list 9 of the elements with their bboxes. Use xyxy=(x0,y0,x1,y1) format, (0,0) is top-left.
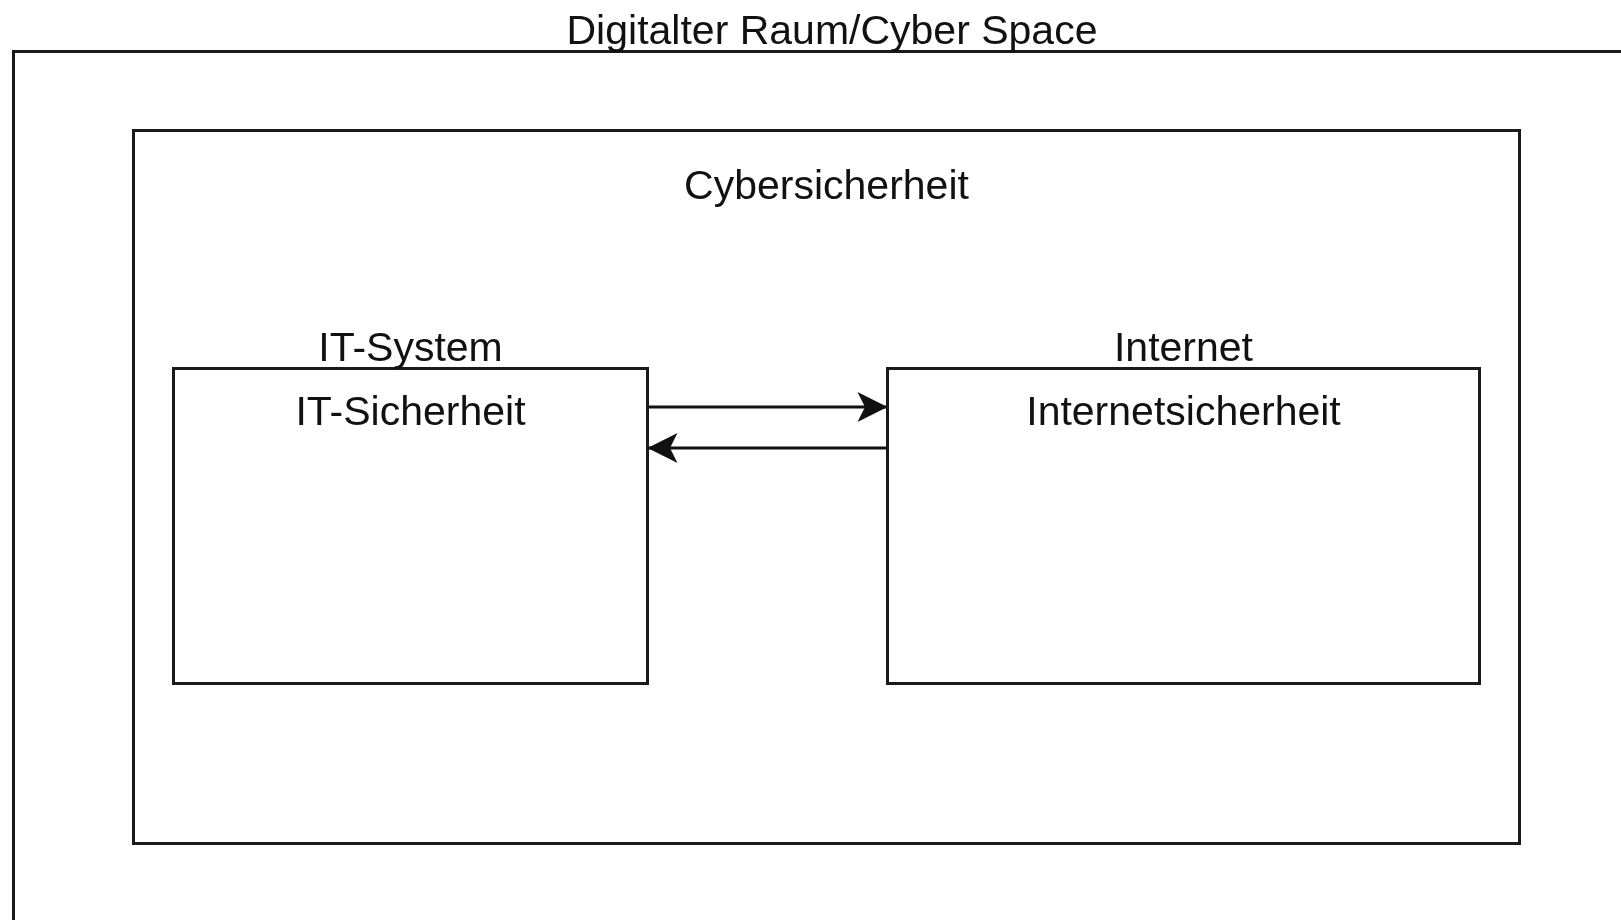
arrow xyxy=(649,392,888,422)
box-heading: IT-System xyxy=(318,324,503,370)
box-label: Cybersicherheit xyxy=(684,162,969,208)
box-label: IT-Sicherheit xyxy=(295,388,526,434)
arrow xyxy=(647,433,886,463)
container-box xyxy=(132,129,1521,845)
box-label: Internetsicherheit xyxy=(1026,388,1341,434)
box-heading: Internet xyxy=(1113,324,1253,370)
box-heading: Digitalter Raum/Cyber Space xyxy=(566,7,1098,53)
